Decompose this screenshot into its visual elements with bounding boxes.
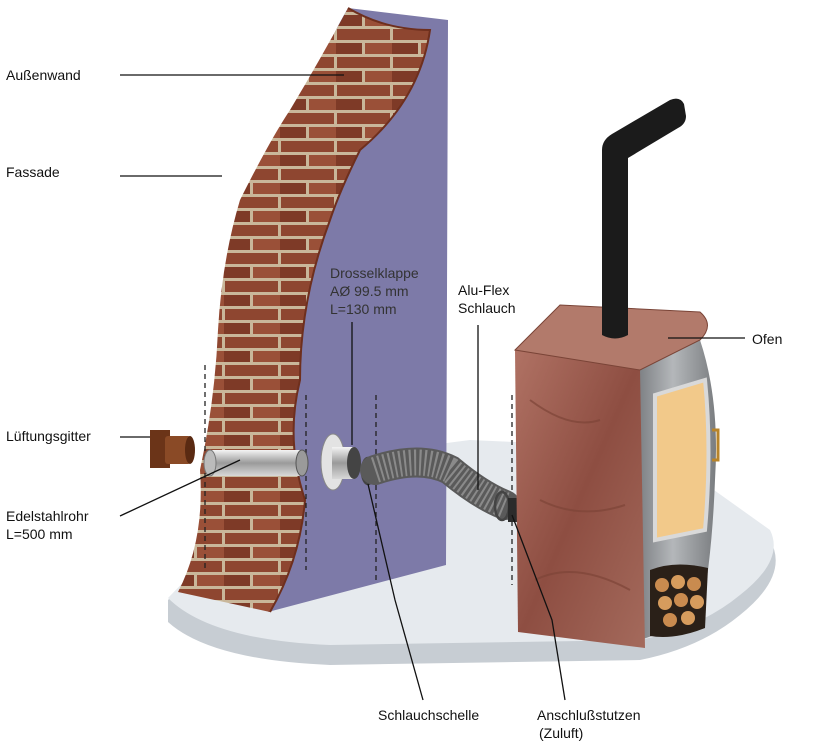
alu-flex-hose — [360, 447, 520, 522]
label-lueftungsgitter: Lüftungsgitter — [6, 428, 91, 444]
stainless-pipe — [203, 449, 309, 477]
label-aluflex-line2: Schlauch — [458, 300, 516, 316]
flue-pipe — [602, 98, 686, 339]
label-drosselklappe-line2: AØ 99.5 mm — [330, 283, 409, 299]
label-drosselklappe-line3: L=130 mm — [330, 301, 397, 317]
leader-lines — [119, 74, 745, 701]
label-anschlussstutzen-line2: (Zuluft) — [539, 725, 584, 741]
label-ofen: Ofen — [752, 331, 783, 347]
label-anschlussstutzen: Anschlußstutzen (Zuluft) — [537, 706, 641, 742]
stove — [513, 304, 720, 648]
label-drosselklappe-line1: Drosselklappe — [330, 265, 419, 281]
label-edelstahlrohr-line2: L=500 mm — [6, 526, 73, 542]
label-aluflex: Alu-Flex Schlauch — [458, 281, 516, 317]
ventilation-grille — [150, 430, 195, 468]
label-drosselklappe: Drosselklappe AØ 99.5 mm L=130 mm — [330, 264, 419, 318]
label-schlauchschelle: Schlauchschelle — [378, 707, 480, 723]
label-aussenwand: Außenwand — [6, 67, 81, 83]
log-storage — [650, 564, 708, 637]
label-anschlussstutzen-line1: Anschlußstutzen — [537, 707, 641, 723]
label-fassade: Fassade — [6, 164, 60, 180]
label-edelstahlrohr-line1: Edelstahlrohr — [6, 508, 89, 524]
label-edelstahlrohr: Edelstahlrohr L=500 mm — [6, 507, 89, 543]
label-aluflex-line1: Alu-Flex — [458, 282, 510, 298]
